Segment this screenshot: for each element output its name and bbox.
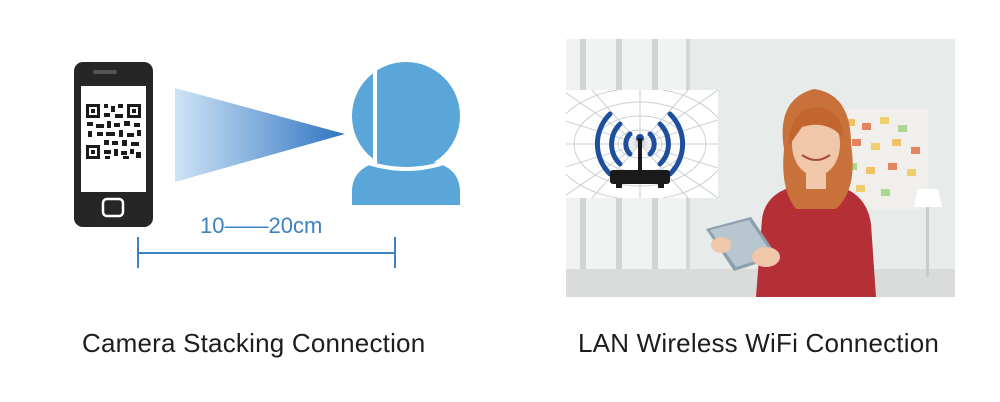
woman-with-tablet-photo bbox=[566, 39, 955, 297]
scan-beam-icon bbox=[175, 88, 345, 182]
camera-icon bbox=[352, 62, 460, 205]
smartphone-qr-icon bbox=[74, 62, 153, 227]
lan-wifi-panel: LAN Wireless WiFi Connection bbox=[500, 0, 1000, 402]
distance-label: 10——20cm bbox=[200, 213, 323, 238]
tablet-icon bbox=[706, 217, 780, 271]
stacking-illustration bbox=[74, 62, 460, 268]
wifi-router-inset bbox=[566, 87, 729, 201]
wifi-router-icon bbox=[566, 87, 729, 201]
woman-figure bbox=[756, 89, 876, 297]
camera-stacking-panel: 10——20cm Camera Stacking Connection bbox=[74, 62, 460, 358]
lan-wifi-caption: LAN Wireless WiFi Connection bbox=[578, 328, 940, 358]
camera-stacking-caption: Camera Stacking Connection bbox=[82, 328, 426, 358]
distance-bracket bbox=[137, 237, 396, 268]
